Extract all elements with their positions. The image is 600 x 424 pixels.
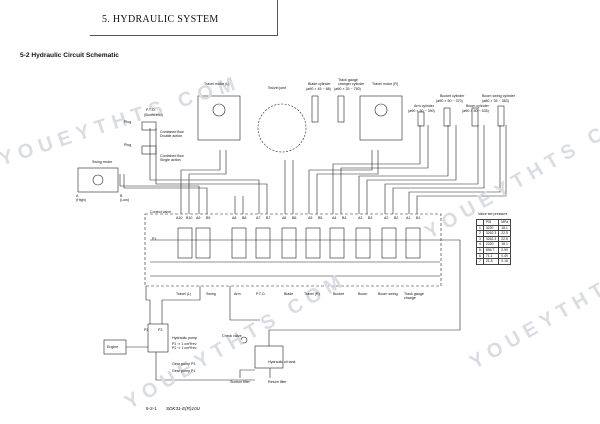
port-label: A10 (176, 216, 183, 220)
label-swivel-joint: Swivel joint (268, 86, 286, 90)
valve-spools (177, 227, 421, 259)
label-travel-motor-l: Travel motor (L) (204, 82, 230, 86)
travel-motor-left (197, 95, 241, 141)
label-boom-cylinder: Boom cylinder (466, 104, 489, 108)
label-engine: Engine (107, 345, 119, 349)
port-label: A9 (196, 216, 201, 220)
label-bucket-cylinder-dim: (ø90 × 50 − 370) (436, 99, 463, 103)
label-boom-cylinder-dim: (ø90 × 50 − 535) (462, 109, 489, 113)
label-hydraulic-oil-tank: Hydraulic oil tank (268, 360, 296, 364)
table-cell: 21.8 (482, 258, 500, 265)
port-label: B1 (416, 216, 421, 220)
bucket-cylinder (443, 107, 451, 127)
table-cell: 0.15 (498, 258, 512, 265)
page-header-title: 5. HYDRAULIC SYSTEM (102, 14, 219, 25)
footer-model: SDK31-E(R)10U (166, 406, 200, 411)
port-label: A3 (358, 216, 363, 220)
label-p3: P3 (158, 328, 163, 332)
port-label: B7 (266, 216, 271, 220)
section-label-track-gauge: Track gauge change (404, 292, 424, 301)
label-b-low: B (Low) (120, 194, 129, 203)
port-label: B8 (242, 216, 247, 220)
port-label: B4 (342, 216, 347, 220)
label-control-valve: Control valve (150, 210, 171, 214)
valve-table-title: Valve set pressure (478, 212, 508, 216)
section-label-blade: Blade (284, 292, 294, 296)
swing-motor (77, 167, 119, 193)
port-label: B5 (318, 216, 323, 220)
label-arm-cylinder-dim: (ø90 × 50 − 390) (408, 109, 435, 113)
oil-tank (254, 345, 284, 369)
label-track-gauge-cylinder-dim: (ø90 × 25 − 750) (334, 87, 361, 91)
label-p2: P2 (144, 328, 149, 332)
section-label-travel-r: Travel (R) (304, 292, 320, 296)
section-label-boom-swing: Boom swing (378, 292, 398, 296)
port-label: A5 (308, 216, 313, 220)
label-blade-cylinder: Blade cylinder (308, 82, 331, 86)
section-label-arm: Arm (234, 292, 241, 296)
port-lines (180, 178, 418, 214)
section-label-pto: P.T.O. (256, 292, 266, 296)
port-label: B6 (292, 216, 297, 220)
label-suction-filter: Suction filter (230, 380, 250, 384)
table-cell: 71.1 (482, 252, 500, 260)
label-p1: P1 (152, 237, 157, 241)
boom-cylinder (471, 107, 479, 127)
track-gauge-cylinder (337, 95, 345, 123)
section-label-bucket: Bucket (333, 292, 344, 296)
label-boom-end: (Boom end) (144, 113, 163, 117)
port-label: A7 (256, 216, 261, 220)
table-cell: 7 (476, 258, 484, 265)
footer-page-number: 5-2-1 (146, 406, 157, 411)
port-label: A8 (232, 216, 237, 220)
label-boom-swing-cylinder-dim: (ø80 × 35 − 383) (482, 99, 509, 103)
travel-motor-right (359, 95, 403, 141)
arm-cylinder (417, 111, 425, 127)
label-pto: P.T.O. (146, 108, 156, 112)
port-label: B3 (368, 216, 373, 220)
blade-cylinder (311, 95, 319, 123)
port-label: A4 (332, 216, 337, 220)
label-gear-pump-p1: Gear pump P1 (172, 369, 196, 373)
label-combined-double: Combined flow Double action (160, 130, 184, 139)
label-pump-displacement: P1 ⇒ 1 cm³/rev P2 ⇒ 1 cm³/rev (172, 342, 197, 351)
pump-block (147, 323, 169, 353)
swivel-joint (257, 103, 307, 153)
port-label: A1 (406, 216, 411, 220)
boom-swing-cylinder (497, 105, 505, 127)
port-label: B2 (394, 216, 399, 220)
section-title: 5-2 Hydraulic Circuit Schematic (20, 52, 119, 59)
label-a-high: A (High) (76, 194, 86, 203)
label-track-gauge-cylinder: Track gauge changer cylinder (338, 78, 365, 87)
label-gear-pump-p3: Gear pump P3 (172, 362, 196, 366)
section-label-boom: Boom (358, 292, 368, 296)
port-label: B9 (206, 216, 211, 220)
label-combined-single: Combined flow Single action (160, 154, 184, 163)
header-box: 5. HYDRAULIC SYSTEM (90, 0, 278, 36)
port-label: A6 (282, 216, 287, 220)
label-travel-motor-r: Travel motor (R) (372, 82, 399, 86)
label-return-filter: Return filter (268, 380, 287, 384)
section-label-swing: Swing (206, 292, 216, 296)
label-plug-1: Plug (124, 120, 132, 124)
label-check-valve: Check valve (222, 334, 242, 338)
section-label-travel-l: Travel (L) (176, 292, 192, 296)
label-hydraulic-pump: Hydraulic pump (172, 336, 197, 340)
label-blade-cylinder-dim: (ø90 × 45 − 88) (306, 87, 331, 91)
check-valve-symbol (240, 336, 248, 344)
table-cell: 0.49 (498, 252, 512, 260)
label-swing-motor: Swing motor (92, 160, 112, 164)
control-valve-outline (144, 213, 442, 287)
label-boom-swing-cylinder: Boom swing cylinder (482, 94, 515, 98)
port-label: A2 (384, 216, 389, 220)
label-plug-2: Plug (124, 143, 132, 147)
port-label: B10 (186, 216, 193, 220)
label-bucket-cylinder: Bucket cylinder (440, 94, 465, 98)
label-arm-cylinder: Arm cylinder (414, 104, 434, 108)
